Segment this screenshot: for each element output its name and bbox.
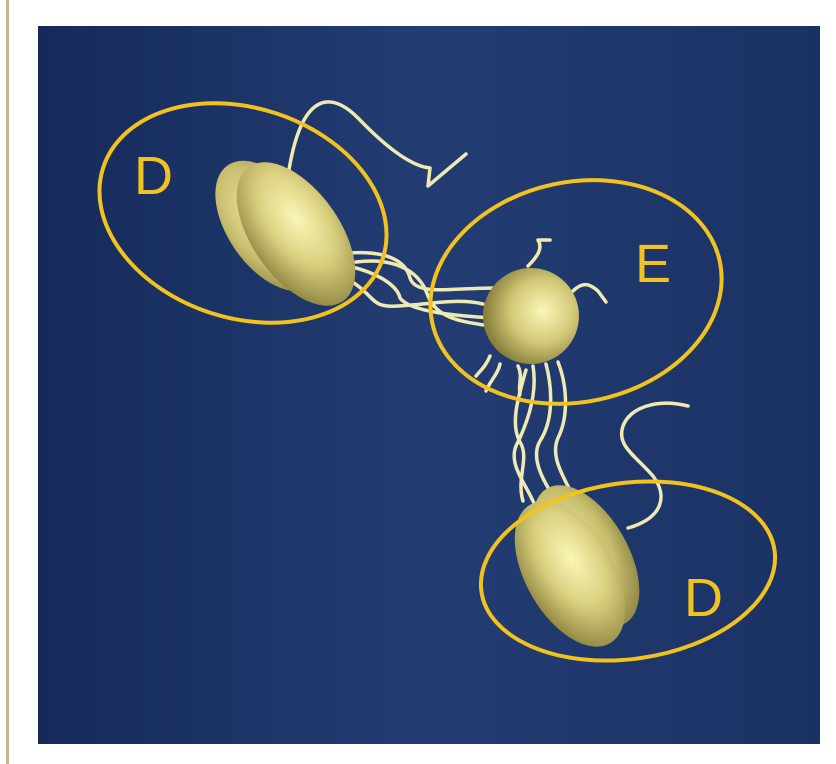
diagram-canvas: D E D [38,26,820,744]
label-d-bottom: D [684,568,723,628]
left-border-rule [6,0,9,764]
domain-e-body [483,268,579,364]
background-panel [38,26,820,744]
label-d-top: D [134,146,173,206]
domain-diagram: D E D [38,26,820,744]
label-e: E [635,234,671,294]
